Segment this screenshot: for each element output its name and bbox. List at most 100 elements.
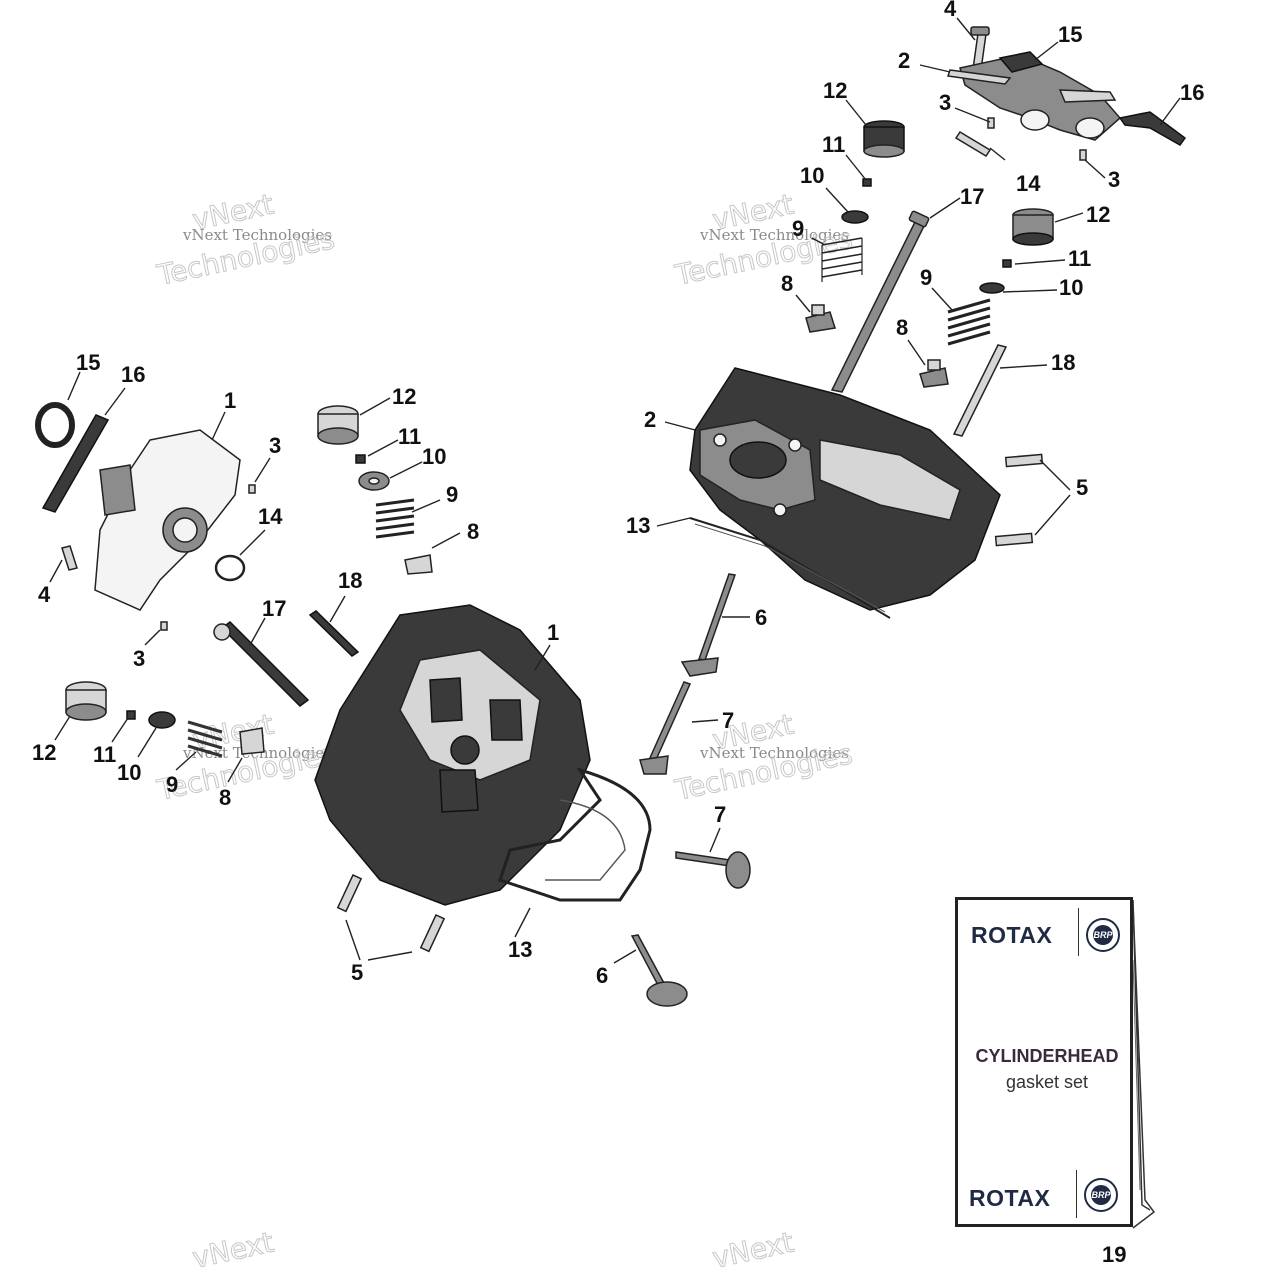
svg-text:vNext: vNext <box>190 1226 277 1275</box>
seal-part-15-left <box>35 402 75 448</box>
plate-part-2-top <box>947 69 1012 85</box>
callout-4: 4 <box>944 0 957 21</box>
retainer-part-10-top-b <box>979 282 1005 294</box>
callout-6: 6 <box>755 605 767 630</box>
callout-13: 13 <box>626 513 650 538</box>
spring-part-9-mid <box>375 498 415 539</box>
callout-8: 8 <box>467 519 479 544</box>
rotax-logo-top: ROTAX <box>971 922 1053 948</box>
brp-badge-bottom: BRP <box>1084 1178 1118 1212</box>
callout-15: 15 <box>76 350 100 375</box>
callout-7: 7 <box>722 708 734 733</box>
callout-9: 9 <box>166 772 178 797</box>
callout-8: 8 <box>896 315 908 340</box>
dowel-part-3-top <box>987 117 1087 161</box>
rotax-logo-bottom: ROTAX <box>969 1185 1051 1211</box>
callout-2: 2 <box>898 48 910 73</box>
callout-17: 17 <box>960 184 984 209</box>
logo-divider-top <box>1078 908 1079 956</box>
booklet-title: CYLINDERHEAD <box>975 1046 1119 1066</box>
callout-3: 3 <box>269 433 281 458</box>
callout-5: 5 <box>1076 475 1088 500</box>
retainer-part-10-mid <box>358 471 390 491</box>
callout-1: 1 <box>224 388 236 413</box>
brp-badge-top: BRP <box>1086 918 1120 952</box>
bolt-part-18-top <box>952 344 1008 437</box>
retainer-part-10-top-a <box>841 210 869 224</box>
seal-part-8-top-b <box>919 359 949 388</box>
callout-18: 18 <box>1051 350 1075 375</box>
callout-14: 14 <box>1016 171 1041 196</box>
watermark-mid-left: vNext vNext Technologies Technologies <box>153 707 338 807</box>
callout-9: 9 <box>792 216 804 241</box>
seal-part-15-top <box>998 51 1044 73</box>
callout-11: 11 <box>822 132 845 157</box>
spring-part-9-top-b <box>947 298 991 346</box>
watermark-mid-center: vNext vNext Technologies Technologies <box>671 707 856 807</box>
callout-labels: 4 15 2 16 3 12 11 14 3 10 17 9 12 11 8 9… <box>32 0 1204 1267</box>
spring-part-9-top-a <box>821 237 863 282</box>
keeper-part-11-top-b <box>1002 259 1012 268</box>
gasket-part-13-center <box>498 767 652 902</box>
callout-18: 18 <box>338 568 362 593</box>
valve-part-6-lower <box>630 934 688 1007</box>
callout-10: 10 <box>117 760 141 785</box>
callout-19: 19 <box>1102 1242 1126 1267</box>
callout-11: 11 <box>93 742 116 767</box>
callout-1: 1 <box>547 620 559 645</box>
bolt-part-17-top <box>830 210 930 393</box>
o-ring-part-14-left <box>214 554 246 582</box>
leader-lines <box>49 17 1181 964</box>
callout-12: 12 <box>32 740 56 765</box>
chain-guide-part-16-left <box>41 414 110 513</box>
callout-10: 10 <box>800 163 824 188</box>
watermark-top-left: vNext vNext Technologies Technologies <box>153 187 338 292</box>
callout-3: 3 <box>133 646 145 671</box>
keeper-part-11-left <box>126 710 136 720</box>
bolt-part-4-top <box>970 26 990 68</box>
bolt-part-4-left <box>61 545 78 571</box>
callout-5: 5 <box>351 960 363 985</box>
camshaft-carrier-left <box>94 429 241 611</box>
callout-14: 14 <box>258 504 283 529</box>
callout-10: 10 <box>422 444 446 469</box>
cylinder-head-center <box>314 604 591 906</box>
dowel-part-3-left-a <box>248 484 256 494</box>
watermark-bottom: vNext vNext <box>189 1225 797 1275</box>
callout-16: 16 <box>121 362 145 387</box>
callout-15: 15 <box>1058 22 1082 47</box>
keeper-part-11-mid <box>355 454 366 464</box>
seal-part-8-left <box>239 727 265 755</box>
callout-11: 11 <box>398 424 421 449</box>
callout-12: 12 <box>1086 202 1110 227</box>
svg-text:vNext Technologies: vNext Technologies <box>699 744 849 762</box>
gasket-set-booklet: ROTAX BRP CYLINDERHEAD gasket set ROTAX … <box>955 897 1133 1227</box>
dowel-part-5-bottom <box>336 873 446 953</box>
callout-16: 16 <box>1180 80 1204 105</box>
retainer-part-10-left <box>148 711 176 729</box>
callout-12: 12 <box>823 78 847 103</box>
callout-3: 3 <box>939 90 951 115</box>
bolt-part-17-left <box>213 621 310 707</box>
callout-8: 8 <box>781 271 793 296</box>
callout-8: 8 <box>219 785 231 810</box>
tappet-part-12-mid <box>317 405 359 445</box>
svg-text:vNext: vNext <box>710 1226 797 1275</box>
watermark-top-center: vNext vNext Technologies Technologies <box>671 187 856 292</box>
callout-3: 3 <box>1108 167 1120 192</box>
svg-text:vNext Technologies: vNext Technologies <box>182 226 332 244</box>
tappet-part-12-top-a <box>863 120 905 158</box>
callout-6: 6 <box>596 963 608 988</box>
seal-part-8-mid <box>404 554 433 575</box>
keeper-part-11-top-a <box>862 178 872 187</box>
callout-7: 7 <box>714 802 726 827</box>
booklet-subtitle: gasket set <box>1005 1072 1089 1092</box>
callout-10: 10 <box>1059 275 1083 300</box>
tappet-part-12-top-b <box>1012 208 1054 246</box>
callout-9: 9 <box>446 482 458 507</box>
booklet-page-edges <box>1132 899 1156 1229</box>
bolt-part-18-left <box>308 610 360 657</box>
gasket-part-13-top <box>689 517 891 619</box>
pin-part-14-top <box>954 130 992 158</box>
